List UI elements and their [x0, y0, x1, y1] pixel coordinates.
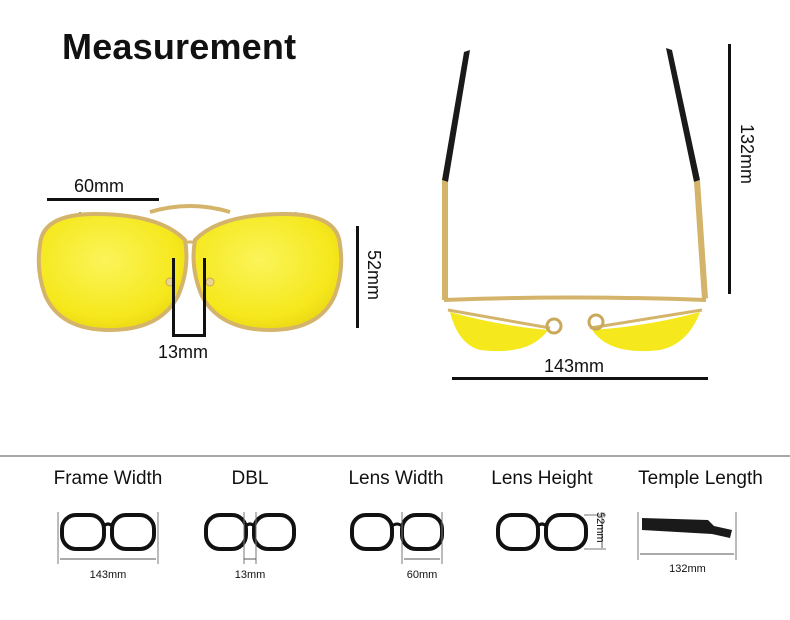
- section-divider: [0, 455, 790, 457]
- legend-label: Temple Length: [638, 468, 763, 489]
- lens-width-label: 60mm: [74, 176, 125, 196]
- page-title: Measurement: [62, 26, 297, 67]
- legend-temple-length: Temple Length 132mm: [628, 466, 773, 586]
- temple-length-icon: [637, 512, 737, 560]
- top-glasses-image: [442, 48, 708, 352]
- legend-value: 60mm: [406, 569, 438, 581]
- temple-length-line: [728, 44, 731, 294]
- front-glasses-image: [36, 204, 344, 333]
- legend-value: 143mm: [89, 569, 127, 581]
- legend-lens-width: Lens Width 60mm: [326, 466, 466, 586]
- legend-value: 13mm: [234, 569, 266, 581]
- top-view: 132mm 143mm: [420, 30, 790, 390]
- lens-height-label: 52mm: [364, 250, 384, 301]
- legend-label: DBL: [231, 468, 269, 489]
- legend-dbl: DBL 13mm: [180, 466, 320, 586]
- frame-width-line: [452, 377, 708, 380]
- bridge-label: 13mm: [158, 342, 209, 362]
- lens-height-line: [356, 226, 359, 328]
- frame-width-label: 143mm: [544, 356, 605, 376]
- legend-label: Frame Width: [53, 468, 163, 489]
- frame-width-icon: [57, 512, 159, 564]
- legend-value: 132mm: [669, 563, 706, 575]
- legend-frame-width: Frame Width 143mm: [38, 466, 178, 586]
- lens-width-icon: [350, 512, 444, 564]
- bridge-marker: [172, 258, 206, 337]
- dbl-icon: [204, 512, 296, 564]
- lens-width-line: [47, 198, 159, 201]
- front-view: 60mm 13mm 52mm: [0, 0, 384, 400]
- lens-height-icon: [496, 513, 606, 551]
- legend-lens-height: Lens Height 52mm: [472, 466, 612, 586]
- legend-label: Lens Height: [491, 468, 593, 489]
- temple-length-label: 132mm: [737, 124, 757, 185]
- legend-height-value: 52mm: [594, 512, 606, 543]
- legend-label: Lens Width: [348, 468, 444, 489]
